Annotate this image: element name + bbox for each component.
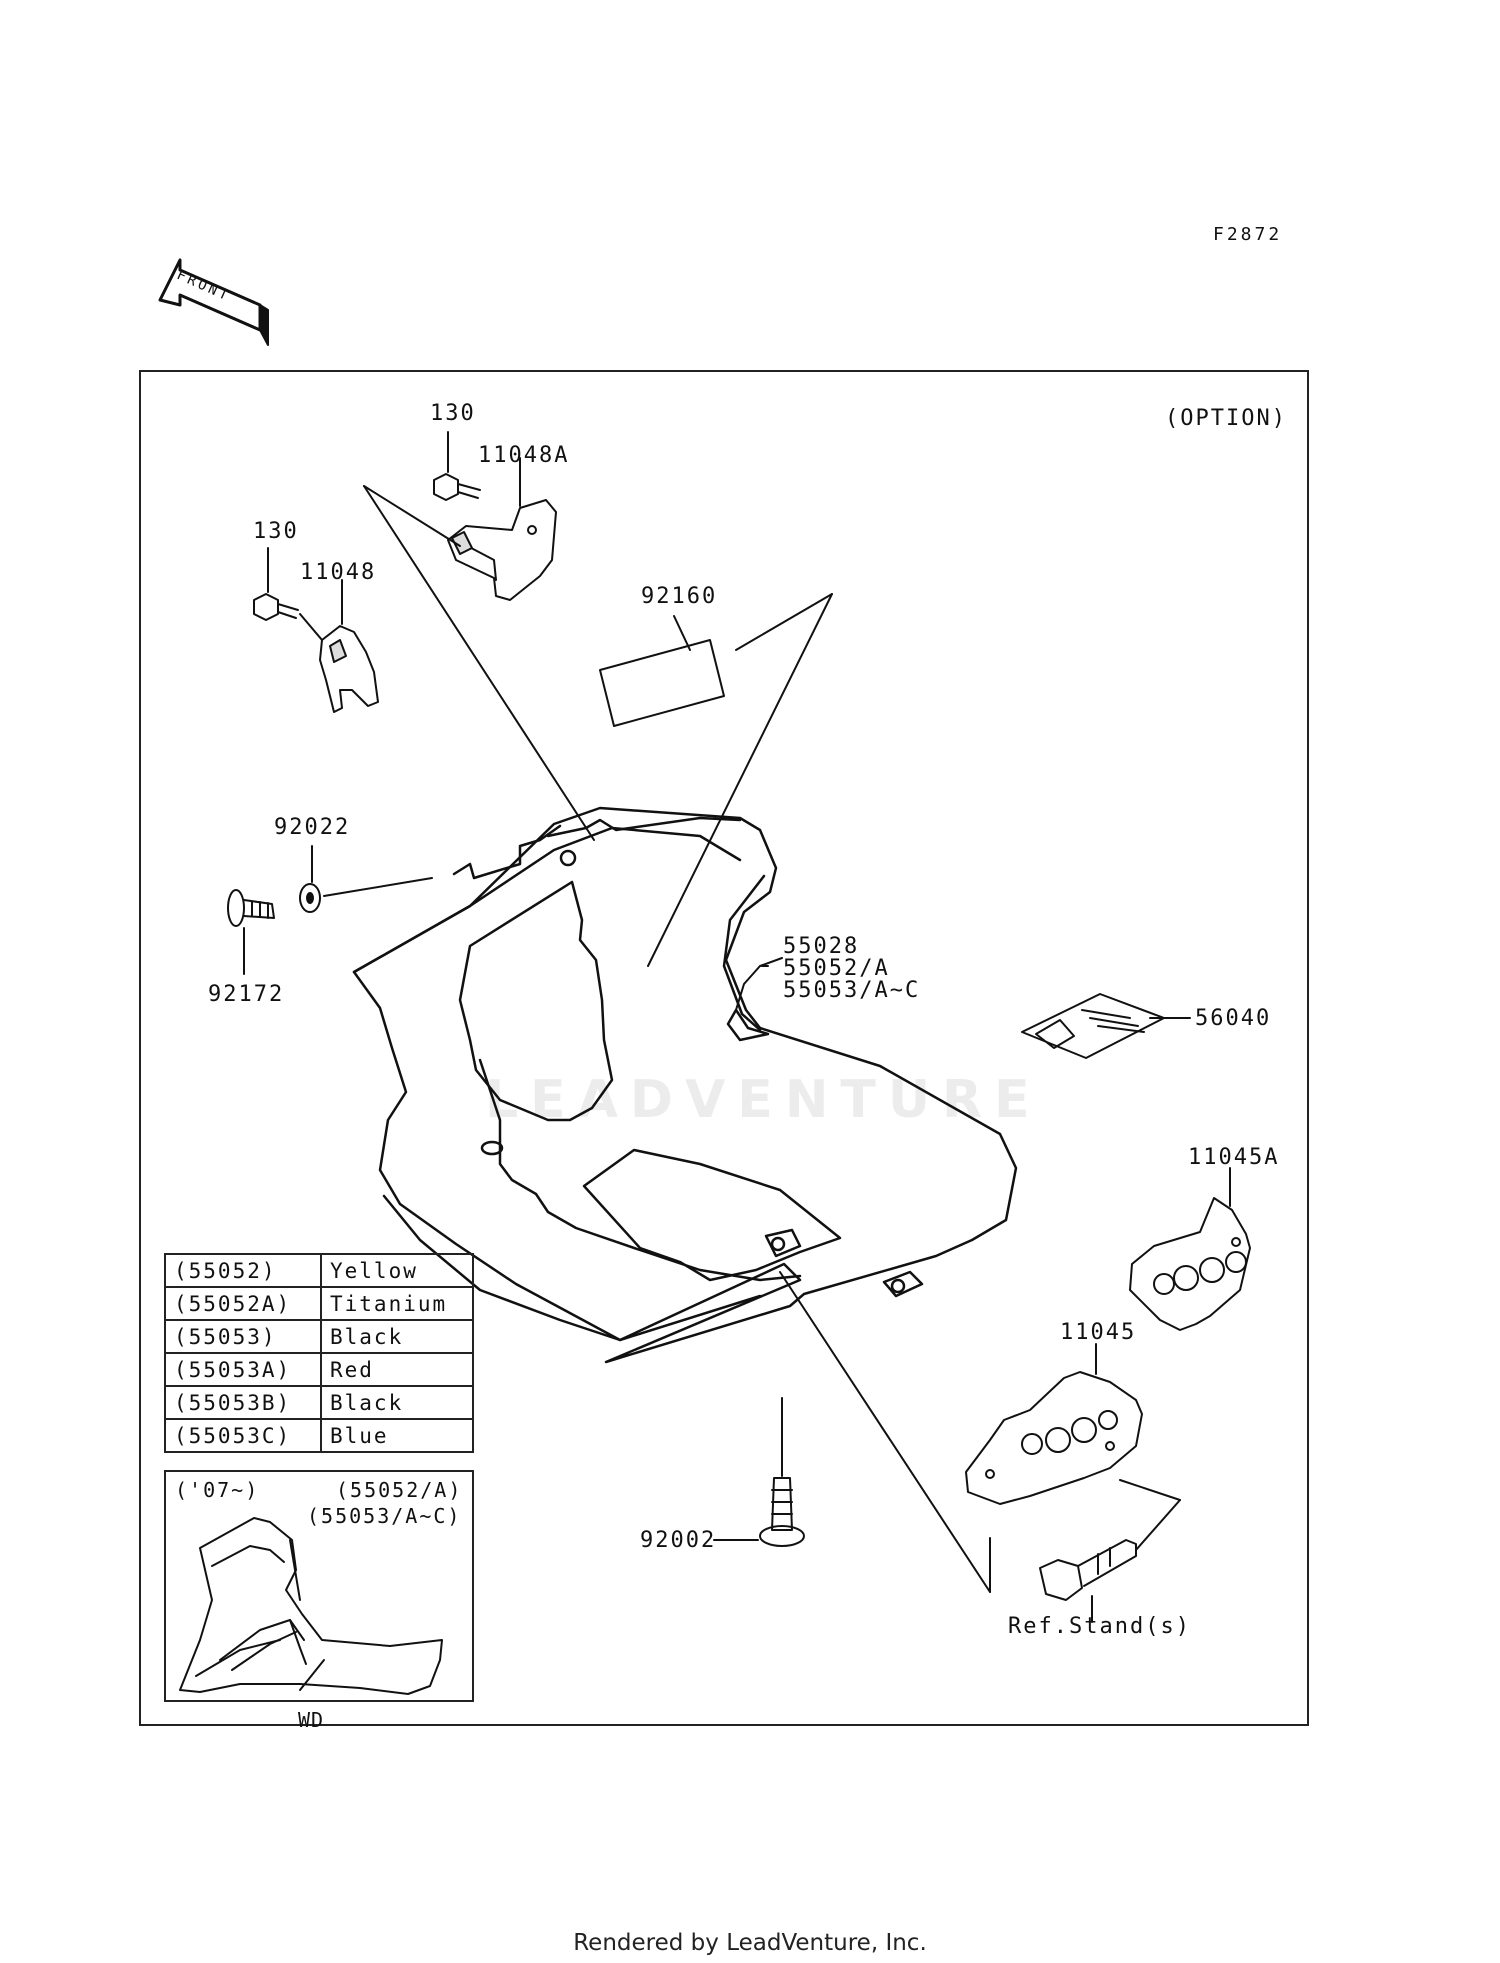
label-56040-icon — [1021, 993, 1191, 1059]
table-row: (55053B)Black — [164, 1385, 474, 1420]
color-name: Red — [320, 1352, 474, 1387]
callout-11045a: 11045A — [1188, 1145, 1280, 1170]
color-name: Blue — [320, 1418, 474, 1453]
table-row: (55052)Yellow — [164, 1253, 474, 1288]
callout-ref-stand: Ref.Stand(s) — [1008, 1614, 1191, 1639]
stand-bolt-icon — [1039, 1479, 1181, 1623]
color-code: (55052A) — [164, 1286, 322, 1321]
bracket-11048-icon — [319, 579, 379, 713]
screw-92172-icon — [227, 889, 275, 975]
color-code: (55052) — [164, 1253, 322, 1288]
callout-55053a-c: 55053/A~C — [783, 978, 921, 1003]
diagram-frame — [139, 370, 1309, 1726]
table-row: (55053C)Blue — [164, 1418, 474, 1453]
front-arrow-icon — [158, 258, 269, 346]
color-name: Black — [320, 1319, 474, 1354]
bracket-11048a-icon — [447, 457, 557, 601]
option-label: (OPTION) — [1165, 406, 1287, 431]
callout-92172: 92172 — [208, 982, 285, 1007]
bracket-11045a-icon — [1129, 1167, 1251, 1331]
callout-92022: 92022 — [274, 815, 351, 840]
bracket-11045-icon — [965, 1343, 1143, 1505]
callout-130-top: 130 — [430, 401, 476, 426]
color-name: Titanium — [320, 1286, 474, 1321]
callout-55052a: 55052/A — [783, 956, 890, 981]
footer-credit: Rendered by LeadVenture, Inc. — [573, 1930, 927, 1956]
figure-code: F2872 — [1213, 224, 1283, 245]
table-row: (55052A)Titanium — [164, 1286, 474, 1321]
callout-55028: 55028 — [783, 934, 860, 959]
table-row: (55053)Black — [164, 1319, 474, 1354]
color-code: (55053C) — [164, 1418, 322, 1453]
callout-11048: 11048 — [300, 560, 377, 585]
color-code: (55053B) — [164, 1385, 322, 1420]
callout-130-left: 130 — [253, 519, 299, 544]
inset-line2: (55053/A~C) — [307, 1504, 462, 1528]
color-name: Black — [320, 1385, 474, 1420]
inset-line1: (55052/A) — [336, 1478, 463, 1502]
callout-11048a: 11048A — [478, 443, 570, 468]
sticker-92160-icon — [599, 615, 725, 727]
inset-cowl-icon — [179, 1517, 443, 1695]
under-cowl-55028-icon — [352, 806, 1018, 1364]
screw-92002-icon — [713, 1397, 805, 1547]
washer-92022-icon — [299, 845, 433, 913]
callout-56040: 56040 — [1195, 1006, 1272, 1031]
color-code: (55053A) — [164, 1352, 322, 1387]
inset-model: WD — [298, 1708, 325, 1732]
callout-92160: 92160 — [641, 584, 718, 609]
color-table: (55052)Yellow (55052A)Titanium (55053)Bl… — [164, 1253, 474, 1453]
inset-year: ('07~) — [175, 1478, 260, 1502]
callout-11045: 11045 — [1060, 1320, 1137, 1345]
table-row: (55053A)Red — [164, 1352, 474, 1387]
callout-92002: 92002 — [640, 1528, 717, 1553]
inset-box — [164, 1470, 474, 1702]
bolt-130-left-icon — [253, 547, 299, 621]
color-code: (55053) — [164, 1319, 322, 1354]
bolt-130-top-icon — [433, 431, 481, 501]
color-name: Yellow — [320, 1253, 474, 1288]
